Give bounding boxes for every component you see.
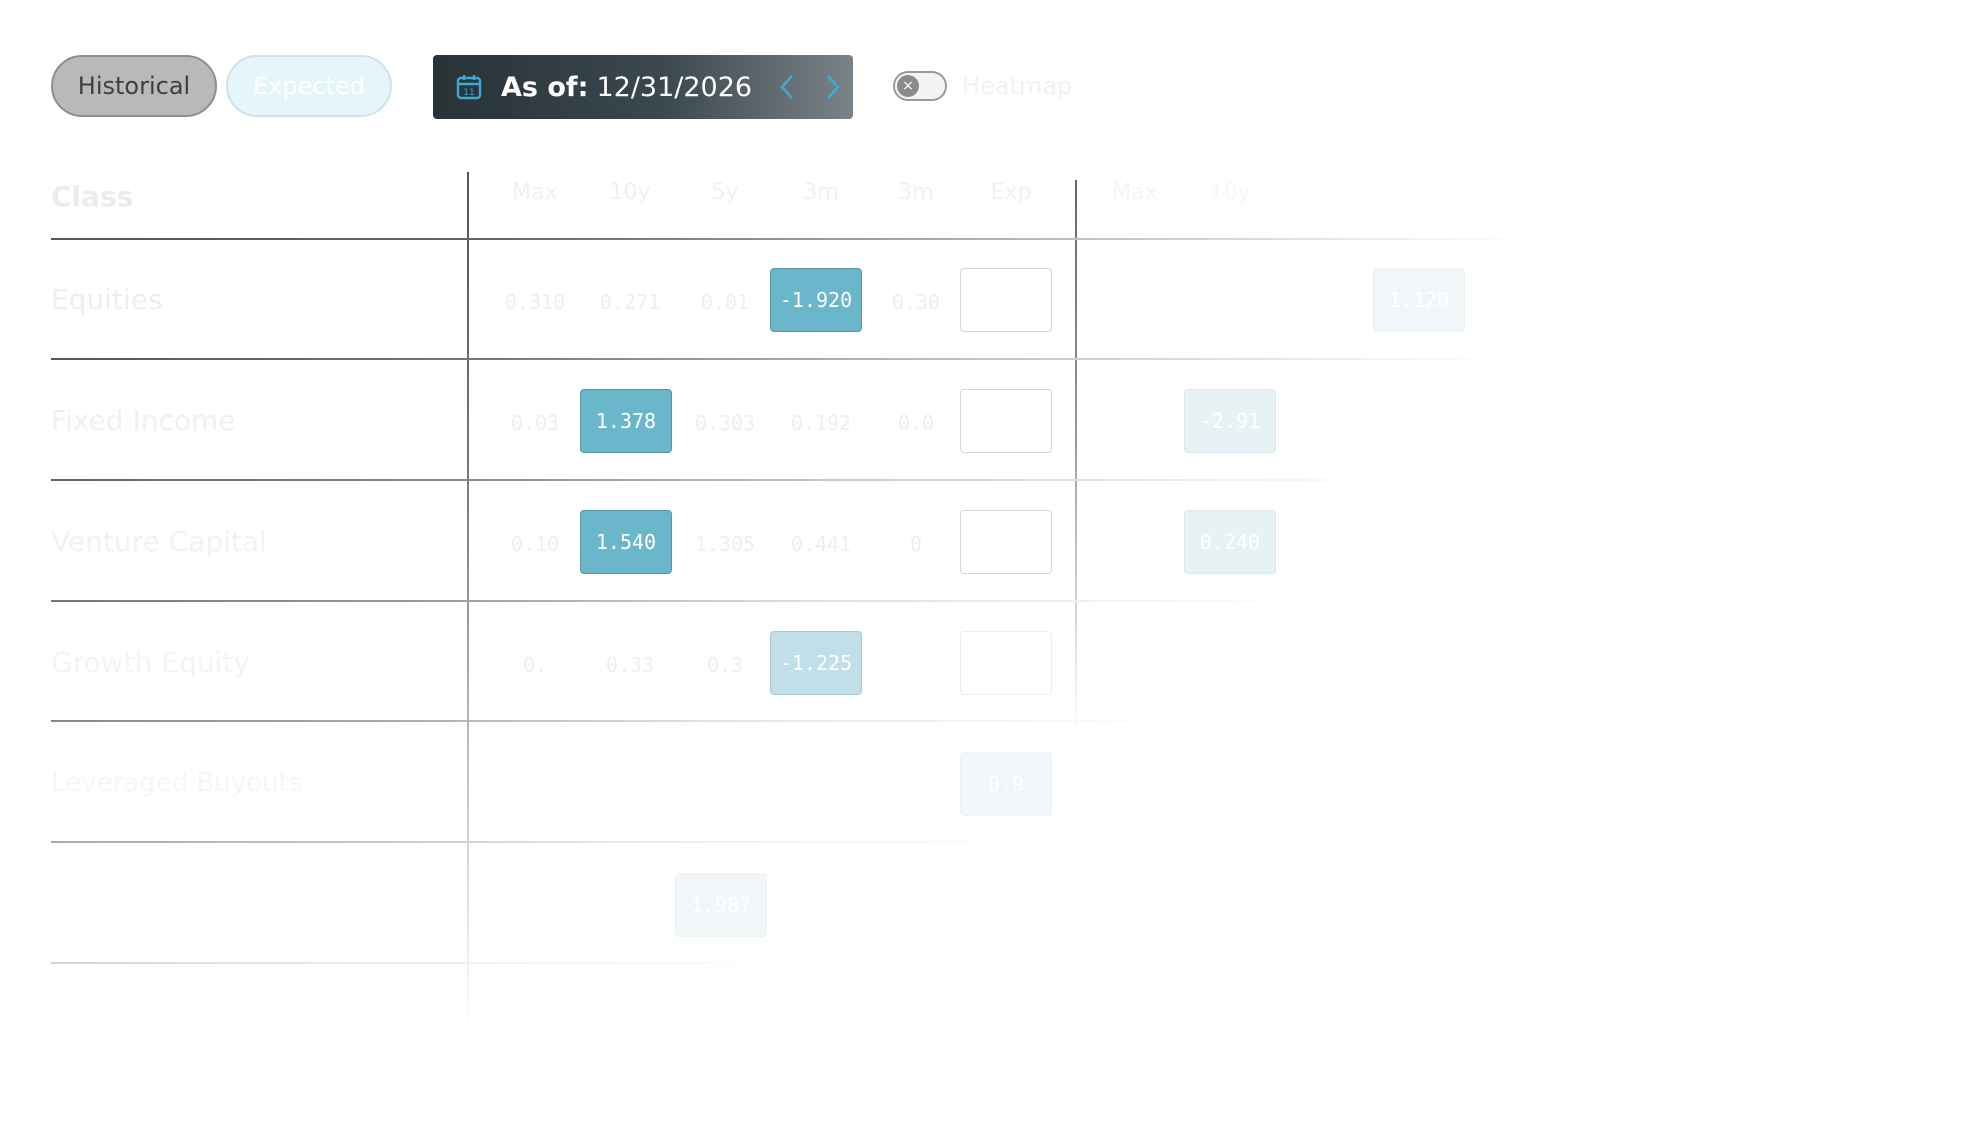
- value-cell-highlight[interactable]: 0.240: [1184, 510, 1276, 574]
- row-divider: [51, 238, 1531, 240]
- column-header: Max: [1112, 180, 1158, 205]
- column-header: 3m: [898, 180, 934, 205]
- tab-expected[interactable]: Expected: [226, 55, 392, 117]
- row-label-leveraged-buyouts: Leveraged Buyouts: [51, 768, 303, 798]
- calendar-icon[interactable]: 11: [455, 73, 483, 101]
- value-cell: 0.33: [605, 653, 655, 677]
- row-label-growth-equity: Growth Equity: [51, 646, 250, 679]
- value-cell-highlight[interactable]: 1.987: [675, 873, 767, 937]
- column-header: Exp: [990, 180, 1032, 205]
- value-cell-highlight[interactable]: -1.920: [770, 268, 862, 332]
- row-divider: [51, 841, 1041, 843]
- value-cell: 0.0: [897, 411, 935, 435]
- column-header: Max: [512, 180, 558, 205]
- value-cell-highlight[interactable]: 1.378: [580, 389, 672, 453]
- value-cell-highlight[interactable]: -1.225: [770, 631, 862, 695]
- chevron-right-icon[interactable]: [820, 72, 846, 102]
- row-divider: [51, 720, 1171, 722]
- value-cell: 0.: [522, 653, 548, 677]
- as-of-date-picker[interactable]: 11 As of: 12/31/2026: [433, 55, 853, 119]
- value-cell: 0.441: [790, 532, 852, 556]
- column-header: 10y: [1209, 180, 1251, 205]
- value-cell: 0.01: [700, 290, 750, 314]
- value-input-cell[interactable]: [960, 631, 1052, 695]
- row-label-venture-capital: Venture Capital: [51, 525, 267, 558]
- value-cell: 0.310: [504, 290, 566, 314]
- value-cell: 0.303: [694, 411, 756, 435]
- as-of-value: 12/31/2026: [596, 71, 753, 103]
- row-label-fixed-income: Fixed Income: [51, 404, 236, 437]
- value-cell: 0.192: [790, 411, 852, 435]
- row-divider: [51, 600, 1291, 602]
- as-of-label: As of:: [501, 71, 589, 103]
- value-input-cell[interactable]: [960, 389, 1052, 453]
- value-cell: 0.271: [599, 290, 661, 314]
- row-divider: [51, 479, 1391, 481]
- value-cell-highlight[interactable]: 0.9: [960, 752, 1052, 816]
- value-cell: 0.30: [891, 290, 941, 314]
- value-cell-highlight[interactable]: 1.540: [580, 510, 672, 574]
- tab-historical[interactable]: Historical: [51, 55, 217, 117]
- svg-text:11: 11: [463, 88, 474, 98]
- column-divider: [467, 172, 469, 1032]
- row-divider: [51, 358, 1501, 360]
- column-divider: [1075, 180, 1077, 740]
- close-icon: ×: [897, 75, 919, 97]
- column-header: 10y: [609, 180, 651, 205]
- heatmap-toggle-label: Heatmap: [962, 72, 1073, 100]
- value-input-cell[interactable]: [960, 510, 1052, 574]
- row-label-equities: Equities: [51, 283, 163, 316]
- row-divider: [51, 962, 851, 964]
- chevron-left-icon[interactable]: [774, 72, 800, 102]
- value-cell-highlight[interactable]: 1.120: [1373, 268, 1465, 332]
- value-cell: 0.03: [510, 411, 560, 435]
- value-cell: 1.305: [694, 532, 756, 556]
- value-input-cell[interactable]: [960, 268, 1052, 332]
- value-cell: 0: [909, 532, 923, 556]
- value-cell: 0.10: [510, 532, 560, 556]
- value-cell: 0.3: [706, 653, 744, 677]
- heatmap-toggle[interactable]: ×: [893, 71, 947, 101]
- column-header: 5y: [711, 180, 739, 205]
- column-header-class: Class: [51, 180, 134, 213]
- column-header: 3m: [803, 180, 839, 205]
- value-cell-highlight[interactable]: -2.91: [1184, 389, 1276, 453]
